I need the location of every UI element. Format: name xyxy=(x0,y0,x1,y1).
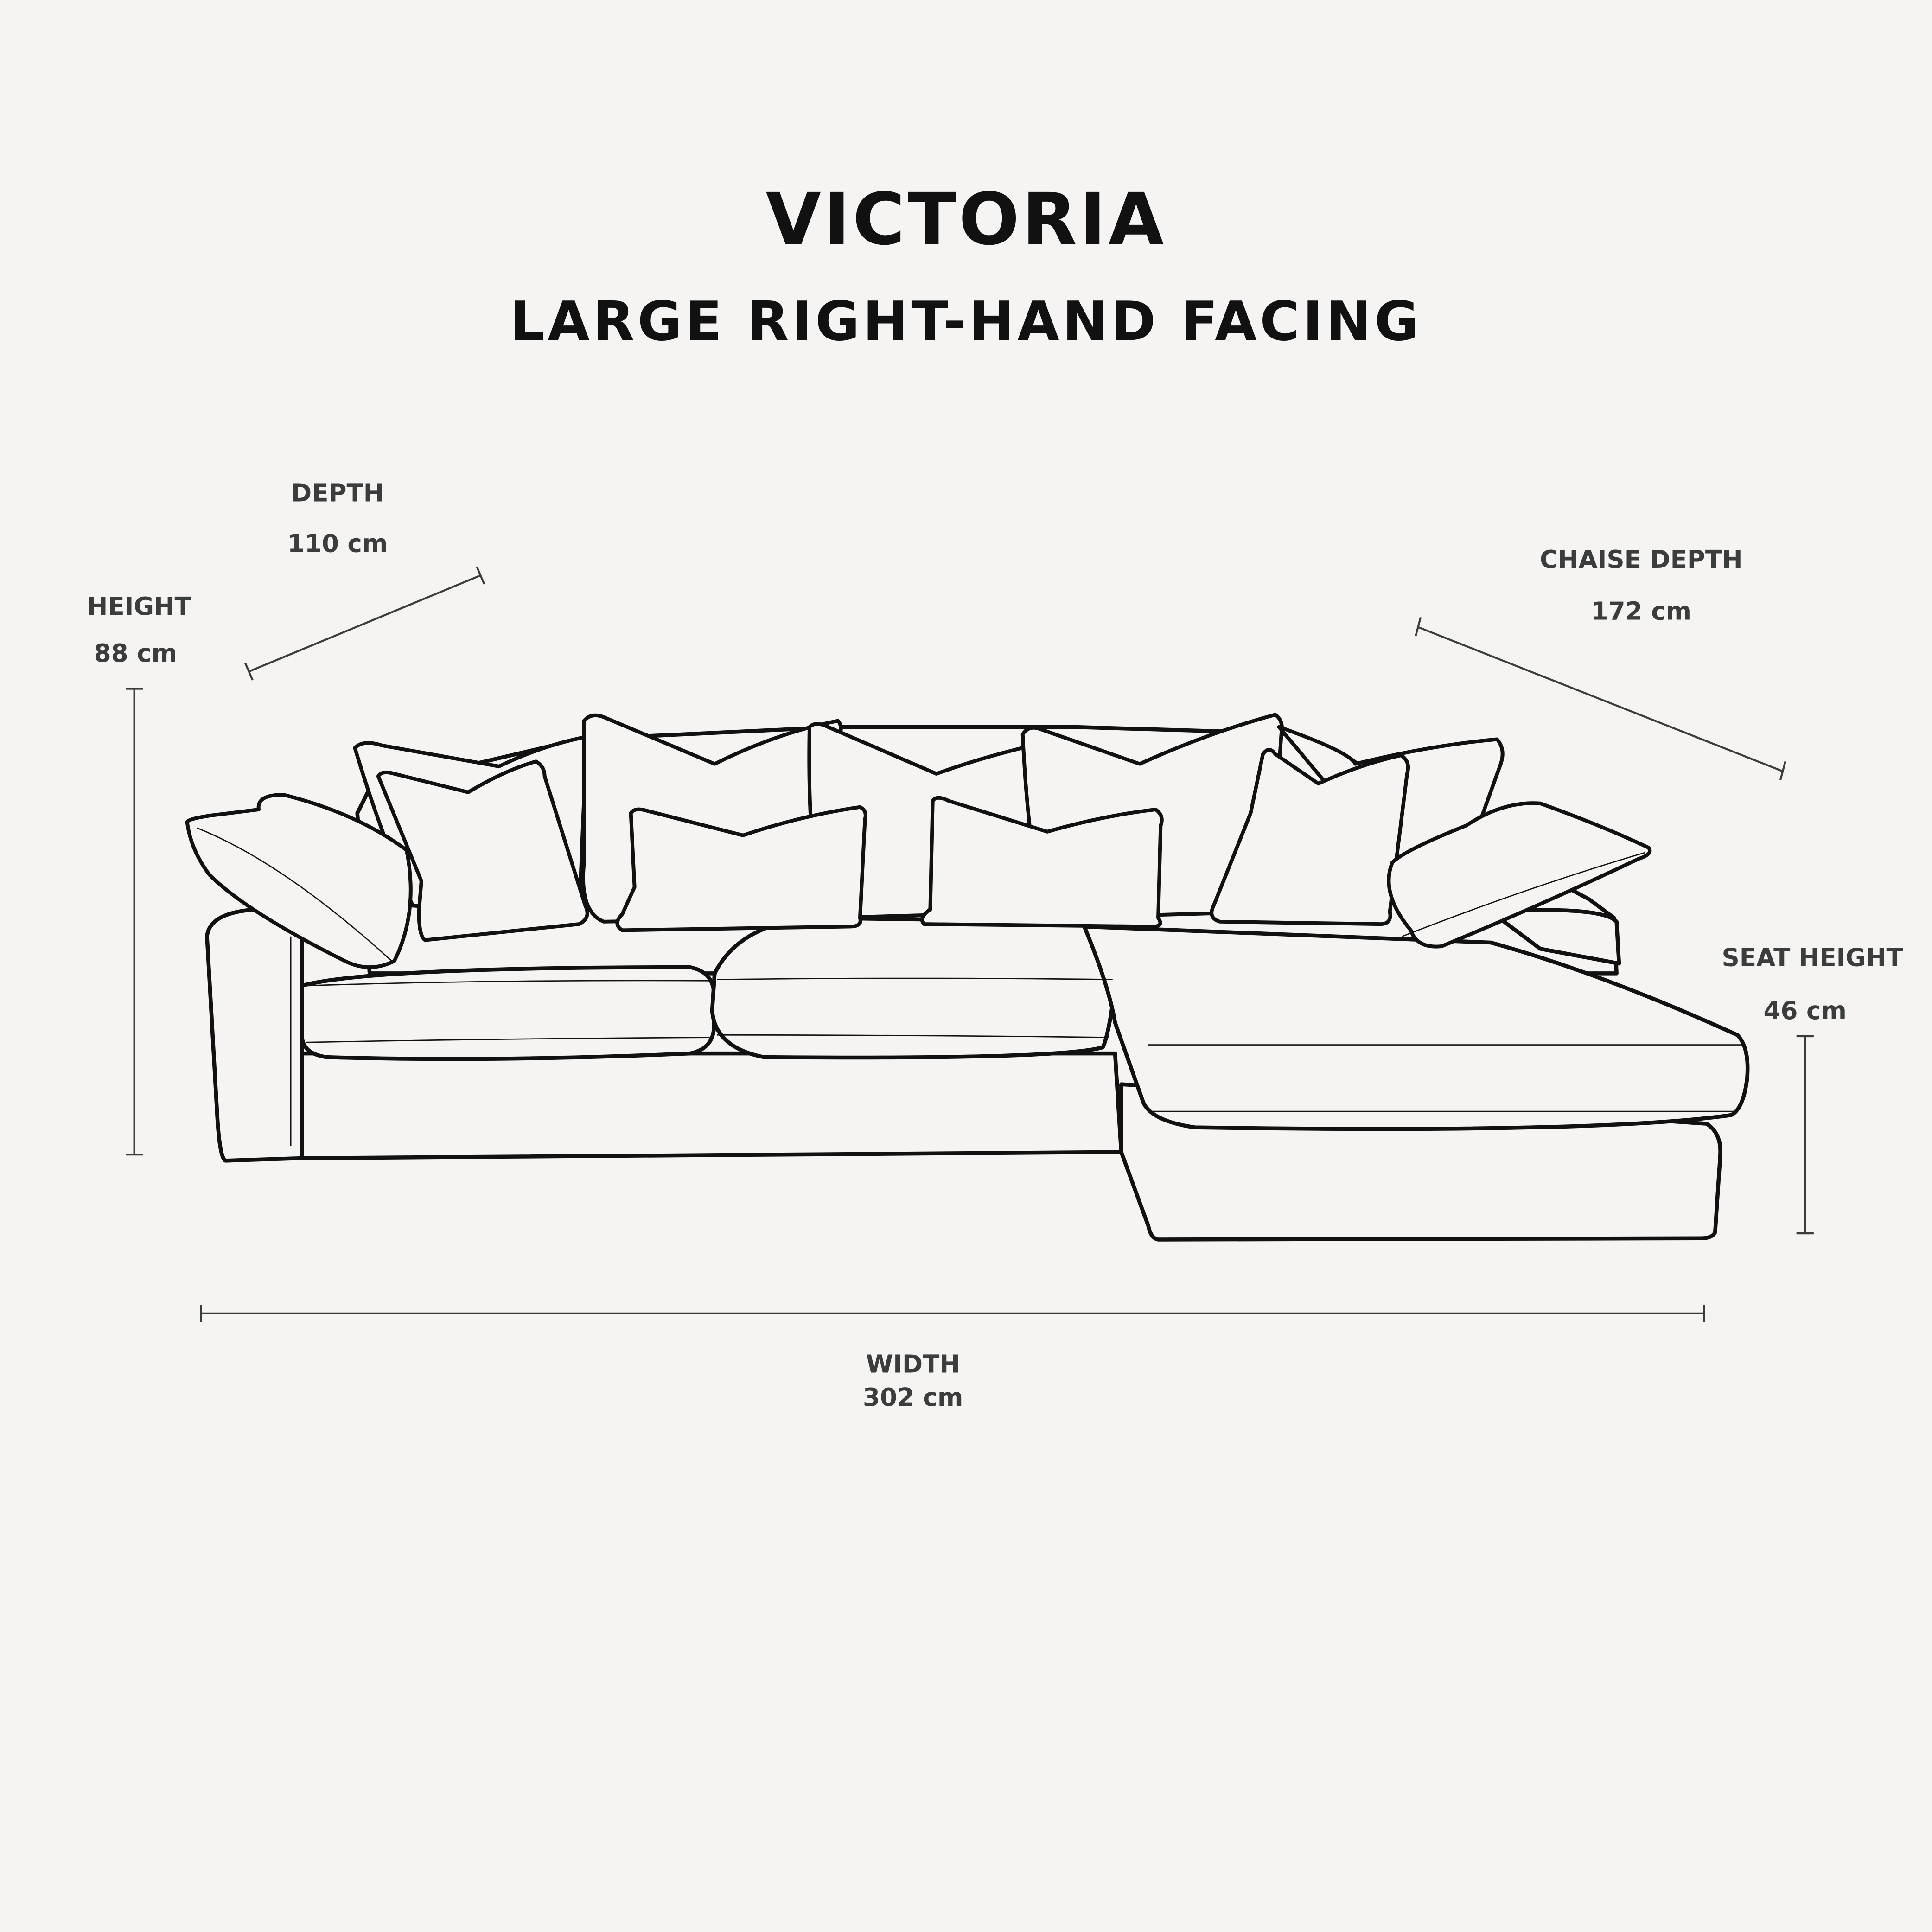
depth-dimension-line xyxy=(244,566,485,681)
pillows xyxy=(185,713,1652,969)
product-subtitle: LARGE RIGHT-HAND FACING xyxy=(510,291,1422,354)
pillow-front-4 xyxy=(1210,748,1410,926)
width-value: 302 cm xyxy=(863,1382,963,1412)
piping-details xyxy=(197,827,1745,1146)
left-arm xyxy=(205,907,304,1163)
chaise-cushion xyxy=(1082,925,1750,1131)
main-base xyxy=(300,1051,1123,1160)
height-label: HEIGHT xyxy=(87,591,191,621)
seat-cushion-left xyxy=(300,965,716,1061)
depth-label: DEPTH xyxy=(291,478,384,508)
product-title: VICTORIA xyxy=(765,177,1167,261)
height-value: 88 cm xyxy=(94,638,178,668)
depth-value: 110 cm xyxy=(287,529,388,558)
width-label: WIDTH xyxy=(866,1349,960,1379)
chaise-depth-label: CHAISE DEPTH xyxy=(1539,544,1743,574)
pillow-front-1 xyxy=(376,759,589,942)
height-dimension-line xyxy=(126,688,143,1156)
width-dimension-line xyxy=(200,1305,1705,1322)
dimension-lines xyxy=(126,566,1814,1322)
pillow-side-left xyxy=(185,793,413,969)
pillow-front-2 xyxy=(615,805,867,932)
pillow-side-right xyxy=(1387,801,1652,949)
seat-height-label: SEAT HEIGHT xyxy=(1722,942,1903,972)
chaise-depth-dimension-line xyxy=(1415,617,1786,780)
seat-height-value: 46 cm xyxy=(1763,995,1847,1026)
pillow-front-3 xyxy=(920,796,1164,929)
chaise-depth-value: 172 cm xyxy=(1591,596,1691,626)
seat-height-dimension-line xyxy=(1796,1035,1814,1235)
